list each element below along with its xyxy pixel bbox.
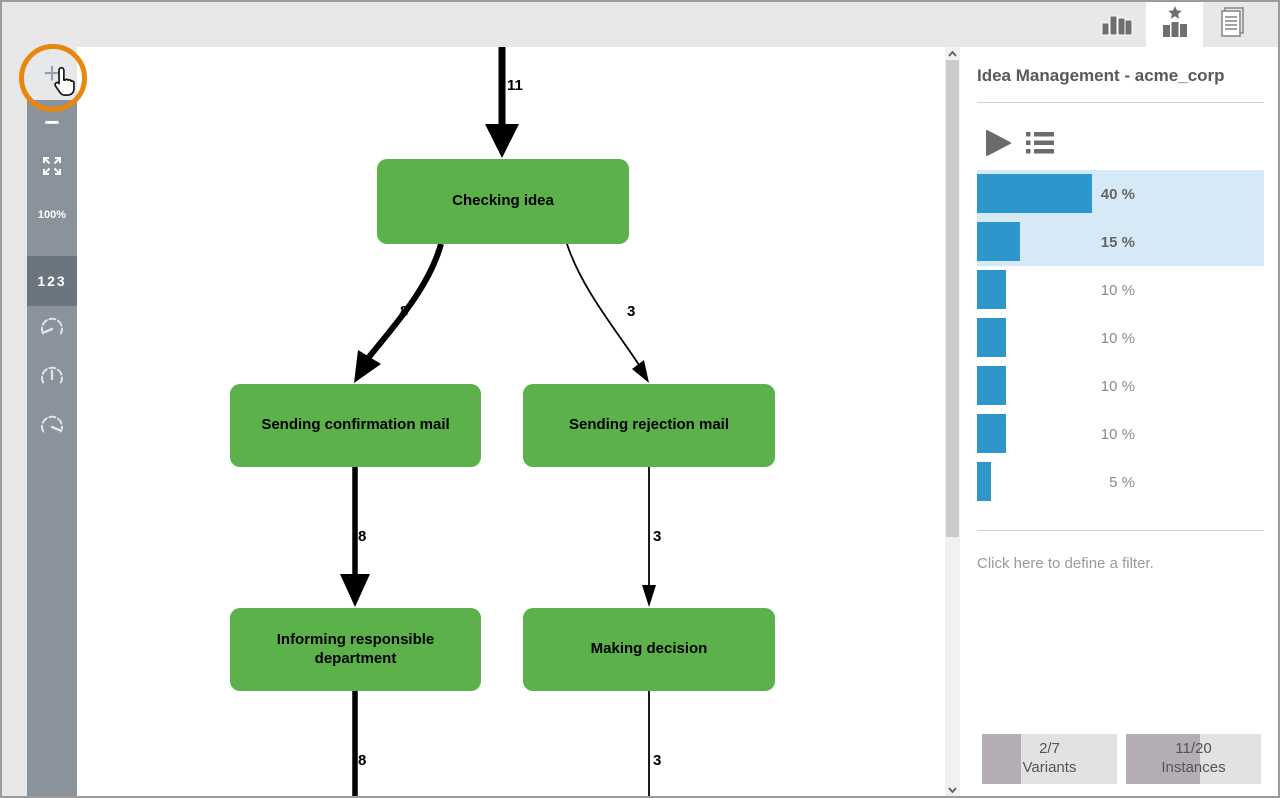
star-chart-icon — [1160, 5, 1190, 44]
expand-icon — [42, 156, 62, 181]
variants-stat-box[interactable]: 2/7 Variants — [982, 734, 1117, 784]
panel-title: Idea Management - acme_corp — [977, 66, 1225, 85]
variant-bar — [977, 366, 1006, 405]
edge-count-label: 3 — [653, 528, 662, 545]
variant-row-4[interactable]: 10 % — [977, 314, 1264, 362]
scrollbar-thumb[interactable] — [946, 60, 959, 537]
left-margin-strip — [2, 47, 27, 796]
variant-bar — [977, 462, 991, 501]
gauge-low-button[interactable] — [27, 306, 77, 355]
variant-row-7[interactable]: 5 % — [977, 458, 1264, 506]
node-checking-idea[interactable]: Checking idea — [377, 159, 629, 244]
documents-icon — [1215, 5, 1249, 44]
edge-count-label: 3 — [627, 303, 636, 320]
edge-count-label: 3 — [653, 752, 662, 769]
gauge-high-button[interactable] — [27, 404, 77, 453]
zoom-level-label: 100% — [37, 209, 67, 221]
instances-stat-fill — [1126, 734, 1201, 784]
variant-bar — [977, 318, 1006, 357]
variant-percent-label: 10 % — [1100, 329, 1135, 347]
gauge-high-icon — [38, 415, 66, 442]
zoom-out-button[interactable]: − — [44, 107, 60, 137]
variant-row-2[interactable]: 15 % — [977, 218, 1264, 266]
scroll-down-button[interactable] — [945, 783, 960, 796]
canvas-scrollbar[interactable] — [945, 47, 960, 796]
bar-chart-icon — [1100, 7, 1136, 42]
zoom-in-button[interactable]: + — [27, 47, 77, 100]
instances-stat-box[interactable]: 11/20 Instances — [1126, 734, 1261, 784]
variant-row-1[interactable]: 40 % — [977, 170, 1264, 218]
node-sending-confirmation-mail[interactable]: Sending confirmation mail — [230, 384, 481, 467]
variant-percent-label: 10 % — [1100, 377, 1135, 395]
play-animation-button[interactable] — [984, 129, 1012, 162]
variants-stat-fill — [982, 734, 1021, 784]
fit-to-screen-button[interactable] — [27, 144, 77, 192]
gauge-low-icon — [38, 317, 66, 344]
node-making-decision[interactable]: Making decision — [523, 608, 775, 691]
variant-row-5[interactable]: 10 % — [977, 362, 1264, 410]
variants-stat-value: 2/7 — [1039, 740, 1060, 758]
panel-divider — [977, 530, 1264, 531]
instances-stat-value: 11/20 — [1175, 740, 1212, 758]
top-bar — [2, 2, 1278, 47]
scroll-up-button[interactable] — [945, 47, 960, 60]
process-diagram-canvas[interactable]: Checking idea Sending confirmation mail … — [77, 47, 945, 796]
edge-count-label: 8 — [358, 528, 367, 545]
panel-divider — [977, 102, 1264, 103]
variants-stat-label: Variants — [1022, 759, 1077, 776]
variants-panel: Idea Management - acme_corp 40 % 15 — [960, 47, 1278, 796]
tab-variants[interactable] — [1146, 2, 1203, 47]
gauge-medium-button[interactable] — [27, 355, 77, 404]
variant-list-icon[interactable] — [1026, 131, 1054, 160]
variant-percent-label: 15 % — [1100, 233, 1135, 251]
node-sending-rejection-mail[interactable]: Sending rejection mail — [523, 384, 775, 467]
variant-bar — [977, 270, 1006, 309]
define-filter-link[interactable]: Click here to define a filter. — [977, 555, 1154, 572]
node-informing-responsible-department[interactable]: Informing responsible department — [230, 608, 481, 691]
variant-bar — [977, 222, 1020, 261]
view-tabs — [1089, 2, 1260, 47]
frequency-view-button[interactable]: 123 — [27, 256, 77, 306]
stats-row: 2/7 Variants 11/20 Instances — [982, 734, 1261, 784]
instances-stat-label: Instances — [1161, 759, 1226, 776]
variant-percent-label: 5 % — [1109, 473, 1135, 491]
tab-statistics[interactable] — [1089, 2, 1146, 47]
edge-count-label: 8 — [400, 303, 409, 320]
variant-list: 40 % 15 % 10 % 10 % 10 % 10 % — [960, 170, 1278, 506]
variant-percent-label: 10 % — [1100, 425, 1135, 443]
edge-count-label: 11 — [507, 77, 523, 94]
variant-bar — [977, 414, 1006, 453]
tab-log[interactable] — [1203, 2, 1260, 47]
edge-count-label: 8 — [358, 752, 367, 769]
variant-row-6[interactable]: 10 % — [977, 410, 1264, 458]
variant-bar — [977, 174, 1092, 213]
variant-percent-label: 10 % — [1100, 281, 1135, 299]
gauge-medium-icon — [38, 366, 66, 393]
variant-row-3[interactable]: 10 % — [977, 266, 1264, 314]
diagram-toolbar: + − 100% 123 — [27, 47, 77, 796]
variant-percent-label: 40 % — [1100, 185, 1135, 203]
process-edges — [340, 47, 656, 796]
